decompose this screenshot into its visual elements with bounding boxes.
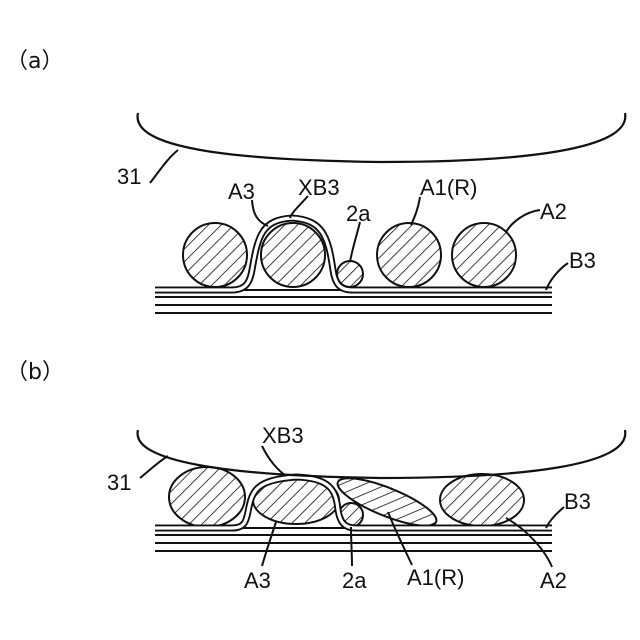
panel-b: （b） 31 XB3 A3 2a [6, 360, 625, 593]
leader-a1 [411, 197, 420, 225]
label-xb3: XB3 [262, 423, 304, 448]
label-a1: A1(R) [420, 175, 477, 200]
particle-a2 [452, 223, 516, 287]
leader-a2 [506, 210, 540, 232]
label-a2: A2 [540, 568, 567, 593]
particle-a1 [377, 223, 441, 287]
leader-b3 [546, 507, 564, 528]
label-a1: A1(R) [407, 565, 464, 590]
particle-a3 [261, 223, 325, 287]
label-b3: B3 [569, 248, 596, 273]
label-a3: A3 [228, 179, 255, 204]
leader-2a [351, 527, 352, 566]
roller-31-label: 31 [107, 470, 131, 495]
label-a3: A3 [244, 568, 271, 593]
label-a2: A2 [540, 199, 567, 224]
particle-left [169, 467, 245, 527]
label-b3: B3 [564, 489, 591, 514]
leader-2a [350, 222, 360, 262]
panel-a: （a） 31 A3 XB3 2a [6, 49, 625, 313]
roller-31-arc [138, 113, 626, 162]
roller-31-leader [150, 150, 178, 183]
leader-xb3 [262, 446, 286, 476]
particle-a2 [440, 474, 524, 526]
leader-b3 [546, 263, 568, 290]
panel-a-label: （a） [6, 49, 63, 74]
roller-31-label: 31 [117, 164, 141, 189]
particle-left [183, 223, 247, 287]
panel-b-label: （b） [6, 360, 64, 385]
label-2a: 2a [342, 568, 367, 593]
label-xb3: XB3 [298, 175, 340, 200]
label-2a: 2a [346, 201, 371, 226]
roller-31-leader [140, 456, 168, 478]
